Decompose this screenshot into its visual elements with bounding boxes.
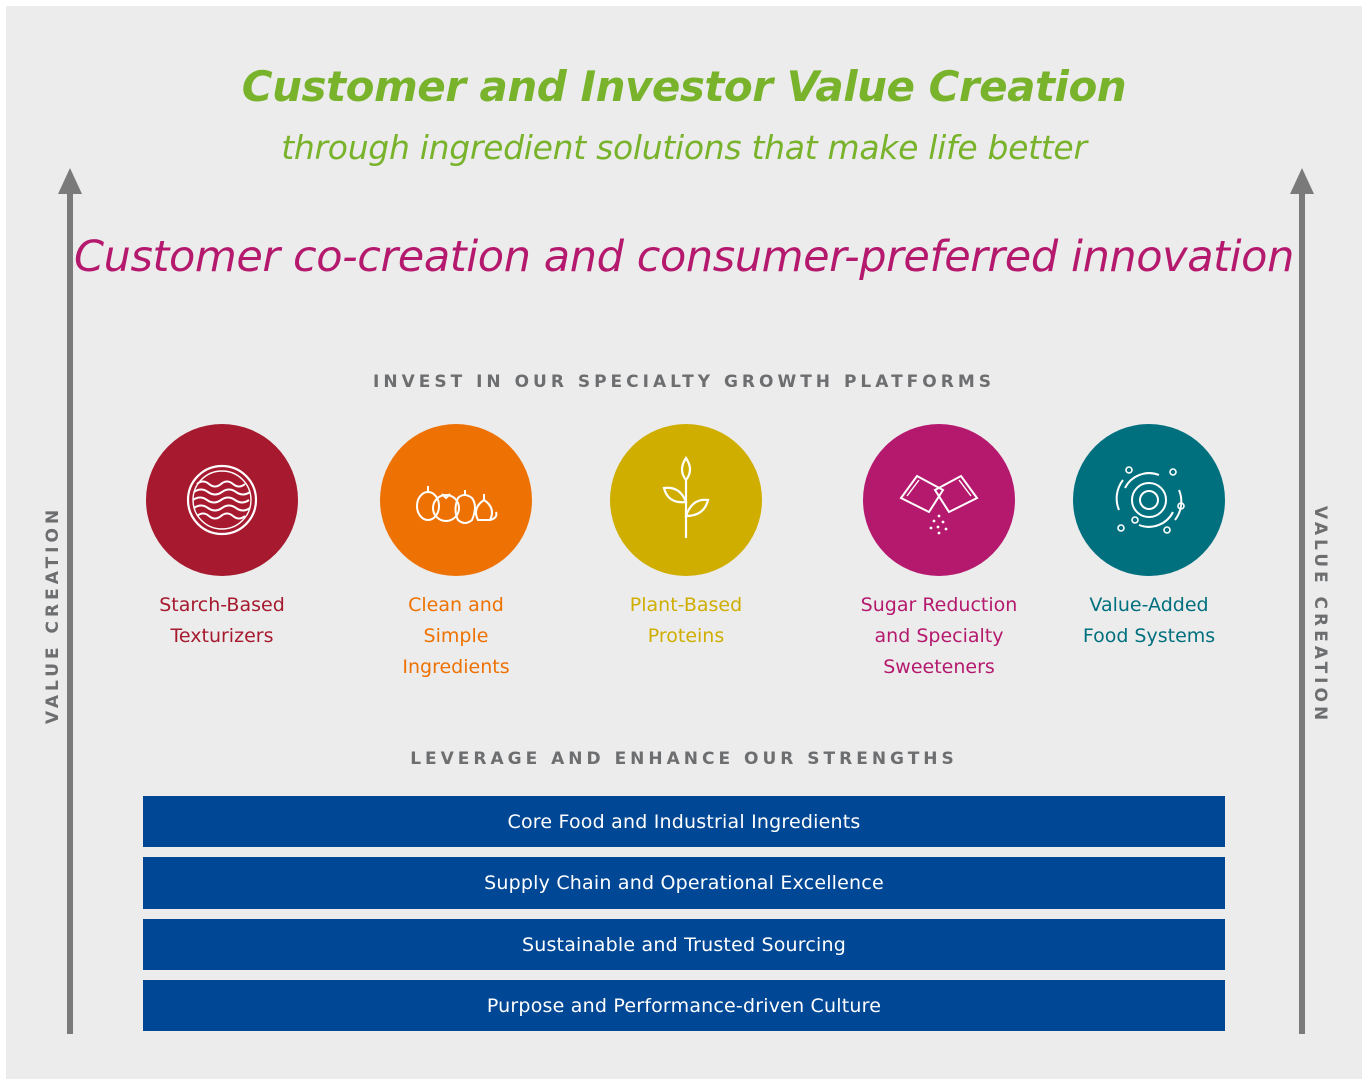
wave-circle-icon — [186, 464, 258, 536]
sweetener-packet-icon — [899, 474, 979, 535]
platform-sugar-reduction-sweeteners: Sugar Reduction and Specialty Sweeteners — [834, 424, 1044, 683]
platform-circle — [1073, 424, 1225, 576]
platform-circle — [863, 424, 1015, 576]
strength-bar-culture: Purpose and Performance-driven Culture — [143, 980, 1225, 1031]
platform-label: Plant-Based Proteins — [629, 594, 743, 647]
strengths-stack: Core Food and Industrial Ingredients Sup… — [143, 796, 1225, 1041]
platform-circle — [146, 424, 298, 576]
platform-starch-based-texturizers: Starch-Based Texturizers — [117, 424, 327, 652]
platforms-heading: INVEST IN OUR SPECIALTY GROWTH PLATFORMS — [373, 372, 995, 392]
platform-value-added-food-systems: Value-Added Food Systems — [1044, 424, 1254, 652]
platform-circle — [610, 424, 762, 576]
platform-label: Sugar Reduction and Specialty Sweeteners — [860, 594, 1018, 678]
strength-bar-supply-chain: Supply Chain and Operational Excellence — [143, 857, 1225, 909]
value-creation-arrow-right — [1290, 168, 1314, 1034]
value-creation-label-left: VALUE CREATION — [43, 505, 63, 725]
innovation-headline: Customer co-creation and consumer-prefer… — [74, 232, 1294, 282]
strength-bar-sustainable-sourcing: Sustainable and Trusted Sourcing — [143, 919, 1225, 970]
page-title: Customer and Investor Value Creation — [241, 62, 1127, 111]
vegetables-icon — [416, 486, 498, 524]
platform-plant-based-proteins: Plant-Based Proteins — [581, 424, 791, 652]
cycle-system-icon — [1115, 466, 1185, 534]
strength-bar-core-ingredients: Core Food and Industrial Ingredients — [143, 796, 1225, 847]
platform-label: Clean and Simple Ingredients — [402, 594, 510, 678]
platform-clean-simple-ingredients: Clean and Simple Ingredients — [351, 424, 561, 683]
value-creation-arrow-left — [58, 168, 82, 1034]
platform-label: Starch-Based Texturizers — [159, 594, 285, 647]
value-creation-label-right: VALUE CREATION — [1310, 505, 1330, 725]
platform-circle — [380, 424, 532, 576]
sprout-icon — [662, 456, 710, 538]
platform-label: Value-Added Food Systems — [1082, 594, 1216, 647]
page-subtitle: through ingredient solutions that make l… — [281, 128, 1087, 167]
strengths-heading: LEVERAGE AND ENHANCE OUR STRENGTHS — [410, 749, 958, 769]
